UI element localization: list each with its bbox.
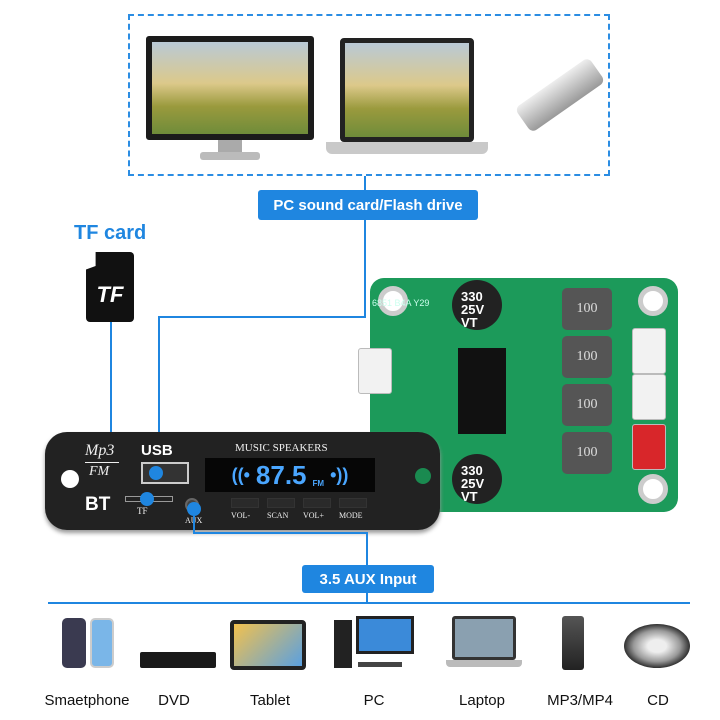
device-label: Laptop	[459, 692, 505, 709]
vol-up-button[interactable]: VOL+	[303, 498, 331, 520]
board-silkscreen: 6851 B4A Y29	[372, 298, 430, 308]
mp3-player-image	[562, 616, 584, 670]
monitor-image	[146, 36, 314, 162]
laptop-image	[326, 38, 488, 156]
inductor: 100	[562, 288, 612, 330]
pc-image	[334, 616, 414, 670]
inductor: 100	[562, 336, 612, 378]
inductor: 100	[562, 432, 612, 474]
inductor: 100	[562, 384, 612, 426]
device-label: Smaetphone	[44, 692, 130, 709]
device-label: CD	[647, 692, 669, 709]
device-label: DVD	[158, 692, 190, 709]
device-label: Tablet	[249, 692, 291, 709]
tf-card-icon: TF	[86, 252, 134, 322]
dvd-image	[140, 652, 216, 668]
cd-player-image	[624, 624, 690, 668]
tablet-image	[230, 620, 306, 670]
source-devices-frame	[128, 14, 610, 176]
smartphone-image	[62, 618, 86, 668]
scan-button[interactable]: SCAN	[267, 498, 295, 520]
laptop-device-image	[446, 616, 522, 670]
mp3-module-panel: Mp3 FM USB BT TF AUX MUSIC SPEAKERS ((•8…	[45, 432, 440, 530]
tf-card-label: TF card	[74, 222, 147, 244]
pc-flash-tag: PC sound card/Flash drive	[258, 190, 478, 220]
device-label: MP3/MP4	[547, 692, 613, 709]
aux-input-tag: 3.5 AUX Input	[302, 565, 434, 593]
mode-button[interactable]: MODE	[339, 498, 367, 520]
device-label: PC	[363, 692, 385, 709]
vol-down-button[interactable]: VOL-	[231, 498, 259, 520]
